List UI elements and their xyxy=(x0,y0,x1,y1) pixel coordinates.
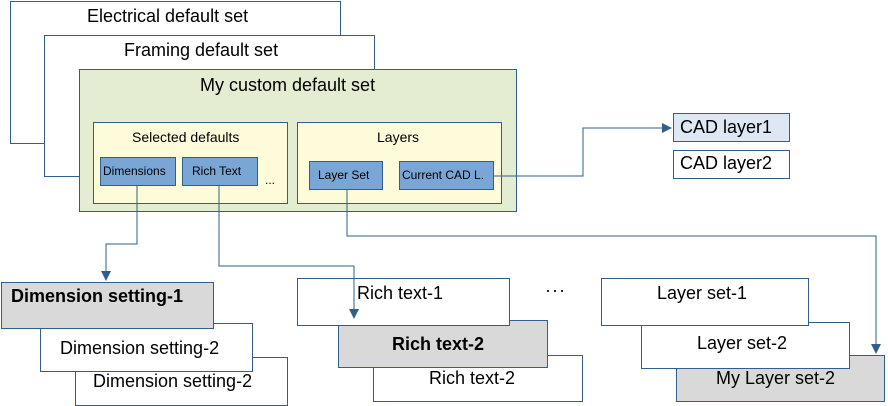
cad-layer1-box xyxy=(673,113,790,142)
dimension-setting-front-label: Dimension setting-1 xyxy=(11,286,184,306)
arrow-rich-text-to-rich-text-2 xyxy=(218,186,359,319)
rich-text-front-label: Rich text-1 xyxy=(357,283,444,303)
selected-defaults-title: Selected defaults xyxy=(132,129,240,145)
dimension-setting-front-box xyxy=(1,282,214,329)
my-layer-set-label: My Layer set-2 xyxy=(716,368,836,388)
current-cad-layer-label: Current CAD L. xyxy=(402,168,485,182)
dimension-setting-mid-label: Dimension setting-2 xyxy=(60,338,220,358)
dimensions-label: Dimensions xyxy=(103,164,166,178)
stack-ellipsis: ··· xyxy=(545,280,566,300)
rich-text-label: Rich Text xyxy=(192,164,242,178)
arrow-dimensions-to-dimension-setting xyxy=(101,186,138,281)
dimension-setting-back-label: Dimension setting-2 xyxy=(93,371,253,391)
cad-layer2-box xyxy=(673,150,790,179)
rich-text-back-label: Rich text-2 xyxy=(429,368,516,388)
dimension-setting-mid-box xyxy=(40,323,253,372)
current-cad-layer-box xyxy=(399,161,494,190)
electrical-default-set-label: Electrical default set xyxy=(87,6,249,26)
layer-set-2-label: Layer set-2 xyxy=(697,333,788,353)
layers-title: Layers xyxy=(377,129,420,145)
cad-layer1-label: CAD layer1 xyxy=(680,117,773,137)
more-defaults-ellipsis: ... xyxy=(265,173,276,187)
rich-text-box xyxy=(182,157,258,186)
custom-default-set-label: My custom default set xyxy=(200,75,376,95)
dimensions-box xyxy=(100,157,176,186)
arrow-current-cad-to-cad-layer1 xyxy=(494,123,672,177)
layer-set-box xyxy=(309,161,383,190)
rich-text-mid-label: Rich text-2 xyxy=(392,334,485,354)
layer-set-label: Layer Set xyxy=(318,168,370,182)
cad-layer2-label: CAD layer2 xyxy=(680,153,773,173)
layer-set-1-label: Layer set-1 xyxy=(657,283,748,303)
framing-default-set-label: Framing default set xyxy=(124,40,279,60)
layer-set-1-box xyxy=(601,278,809,326)
rich-text-front-box xyxy=(297,278,510,326)
arrow-layer-set-to-my-layer-set xyxy=(346,190,881,354)
